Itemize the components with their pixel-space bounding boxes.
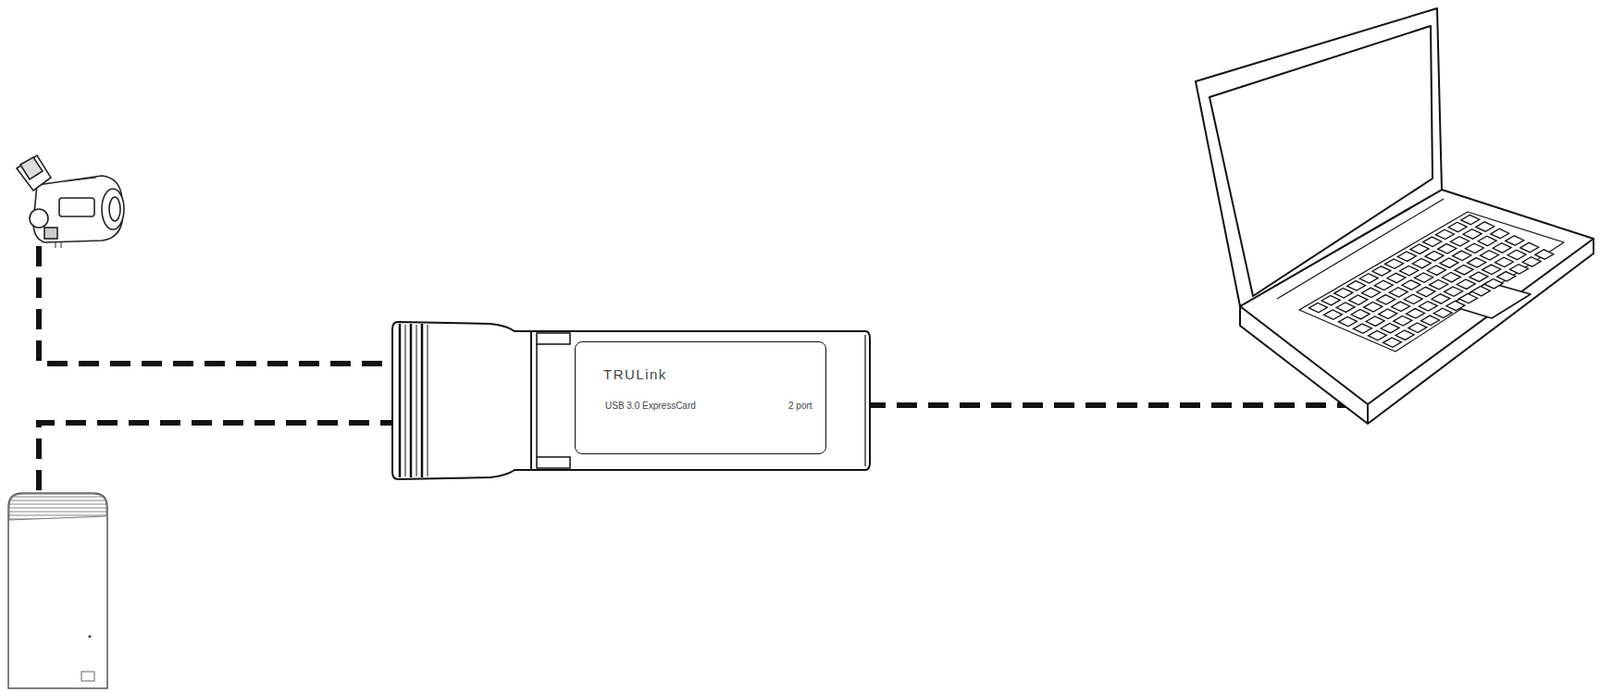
camcorder-cable [38, 246, 394, 364]
brand-name: TRULink [603, 366, 668, 383]
card-label: USB 3.0 ExpressCard [605, 400, 696, 411]
camcorder [16, 155, 125, 249]
expresscard [392, 322, 870, 480]
connector-ribs [399, 323, 428, 478]
cable [38, 246, 1368, 491]
keyboard [1309, 214, 1554, 348]
card-label: 2 port [788, 400, 813, 411]
external-drive [8, 493, 108, 689]
laptop [1195, 8, 1594, 424]
card-label-panel: TRULinkUSB 3.0 ExpressCard 2 port [574, 341, 827, 455]
drive-cable [38, 422, 394, 491]
laptop-cable [865, 402, 1368, 409]
